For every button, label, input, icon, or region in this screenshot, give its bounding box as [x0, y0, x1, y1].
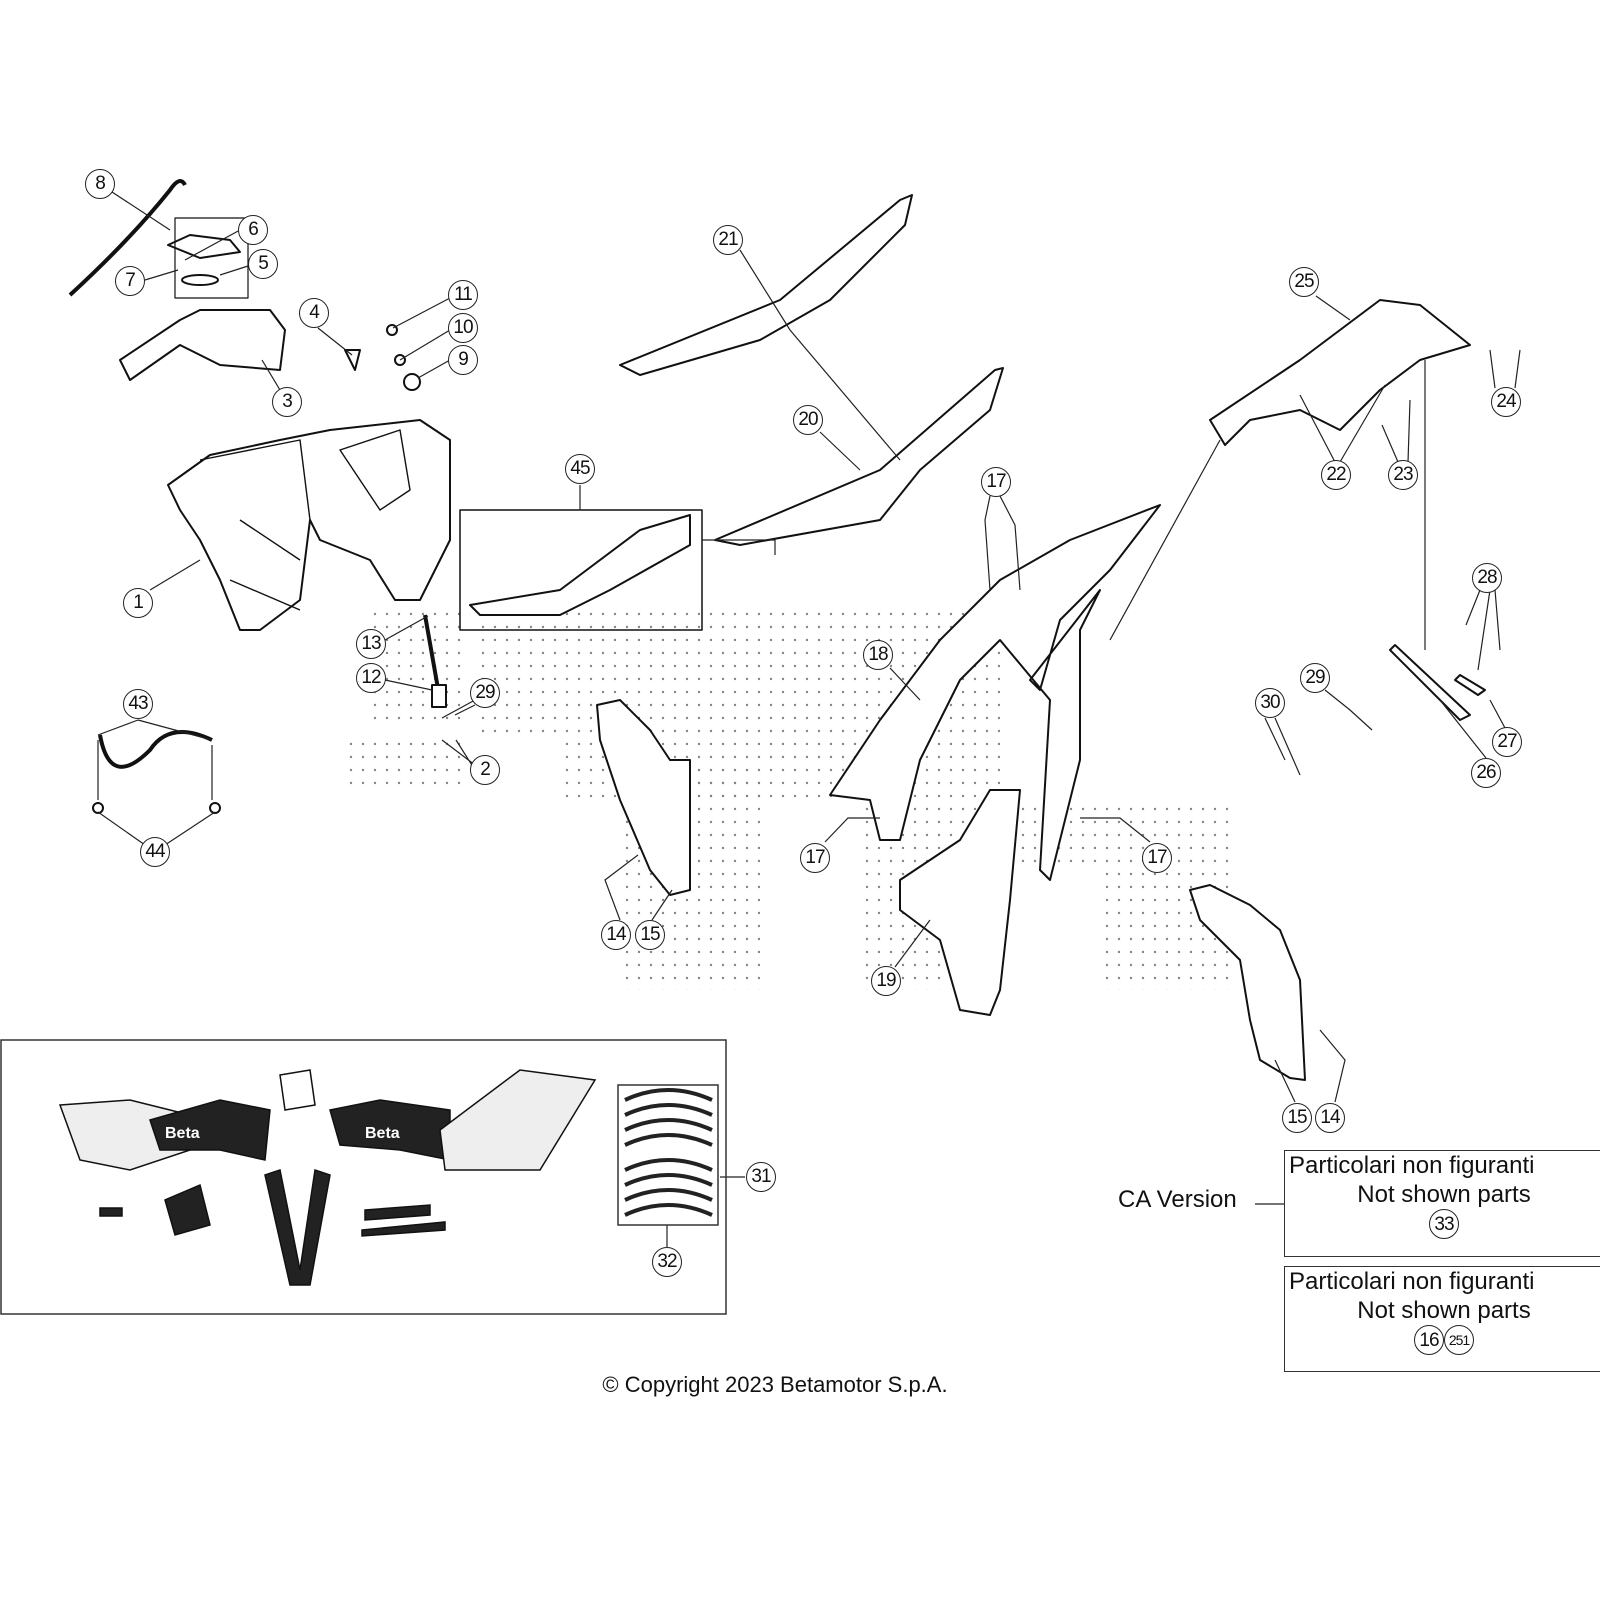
callout-6[interactable]: 6 — [238, 215, 268, 245]
callout-43[interactable]: 43 — [123, 689, 153, 719]
callout-2[interactable]: 2 — [470, 755, 500, 785]
fuel-tank — [167, 419, 451, 631]
copyright: © Copyright 2023 Betamotor S.p.A. — [602, 1372, 948, 1397]
callout-27[interactable]: 27 — [1492, 727, 1522, 757]
fuel-cap — [167, 234, 241, 259]
callout-18[interactable]: 18 — [863, 640, 893, 670]
shroud-left — [596, 699, 691, 896]
callout-10[interactable]: 10 — [448, 313, 478, 343]
callout-13[interactable]: 13 — [356, 629, 386, 659]
callout-4[interactable]: 4 — [299, 298, 329, 328]
seat-20 — [714, 367, 1004, 546]
callout-16[interactable]: 16 — [1414, 1325, 1444, 1355]
callout-26[interactable]: 26 — [1471, 758, 1501, 788]
callout-11[interactable]: 11 — [448, 280, 478, 310]
seat-cover-45 — [469, 514, 691, 616]
callout-44[interactable]: 44 — [140, 837, 170, 867]
callout-32[interactable]: 32 — [652, 1247, 682, 1277]
callout-251[interactable]: 251 — [1444, 1325, 1474, 1355]
callout-9[interactable]: 9 — [448, 345, 478, 375]
not-shown-parts-box-ca: Particolari non figuranti Not shown part… — [1284, 1150, 1600, 1257]
callout-14[interactable]: 14 — [601, 920, 631, 950]
callout-7[interactable]: 7 — [115, 266, 145, 296]
callout-21[interactable]: 21 — [713, 225, 743, 255]
shroud-right — [1189, 884, 1306, 1081]
callout-15[interactable]: 15 — [635, 920, 665, 950]
callout-3[interactable]: 3 — [272, 387, 302, 417]
callout-29[interactable]: 29 — [1300, 663, 1330, 693]
not-shown-parts-box: Particolari non figuranti Not shown part… — [1284, 1266, 1600, 1372]
subframe — [1209, 299, 1471, 446]
callout-15[interactable]: 15 — [1282, 1103, 1312, 1133]
callout-17[interactable]: 17 — [981, 467, 1011, 497]
decal-brand-left: Beta — [165, 1125, 200, 1142]
callout-33[interactable]: 33 — [1429, 1209, 1459, 1239]
note-line-italian: Particolari non figuranti — [1289, 1152, 1535, 1179]
dotted-watermark — [345, 610, 1230, 990]
note-line-english: Not shown parts — [1357, 1181, 1531, 1208]
callout-30[interactable]: 30 — [1255, 688, 1285, 718]
callout-28[interactable]: 28 — [1472, 563, 1502, 593]
side-panel — [899, 789, 1021, 1016]
decal-brand-right: Beta — [365, 1125, 400, 1142]
callout-1[interactable]: 1 — [123, 588, 153, 618]
note-line-english: Not shown parts — [1357, 1297, 1531, 1324]
callout-14[interactable]: 14 — [1315, 1103, 1345, 1133]
callout-8[interactable]: 8 — [85, 169, 115, 199]
callout-29[interactable]: 29 — [470, 678, 500, 708]
decal-kit-box — [0, 1039, 727, 1315]
callout-24[interactable]: 24 — [1491, 387, 1521, 417]
note-line-italian: Particolari non figuranti — [1289, 1268, 1535, 1295]
tank-cover — [119, 309, 286, 381]
callout-45[interactable]: 45 — [565, 454, 595, 484]
callout-22[interactable]: 22 — [1321, 460, 1351, 490]
callout-12[interactable]: 12 — [356, 663, 386, 693]
callout-5[interactable]: 5 — [248, 249, 278, 279]
ca-version-label: CA Version — [1118, 1186, 1237, 1213]
callout-17[interactable]: 17 — [1142, 843, 1172, 873]
callout-31[interactable]: 31 — [746, 1162, 776, 1192]
callout-23[interactable]: 23 — [1388, 460, 1418, 490]
rim-stickers — [617, 1084, 719, 1226]
callout-25[interactable]: 25 — [1289, 267, 1319, 297]
callout-20[interactable]: 20 — [793, 405, 823, 435]
rear-fender — [829, 504, 1161, 881]
seat-21 — [619, 194, 913, 376]
callout-19[interactable]: 19 — [871, 966, 901, 996]
callout-17[interactable]: 17 — [800, 843, 830, 873]
